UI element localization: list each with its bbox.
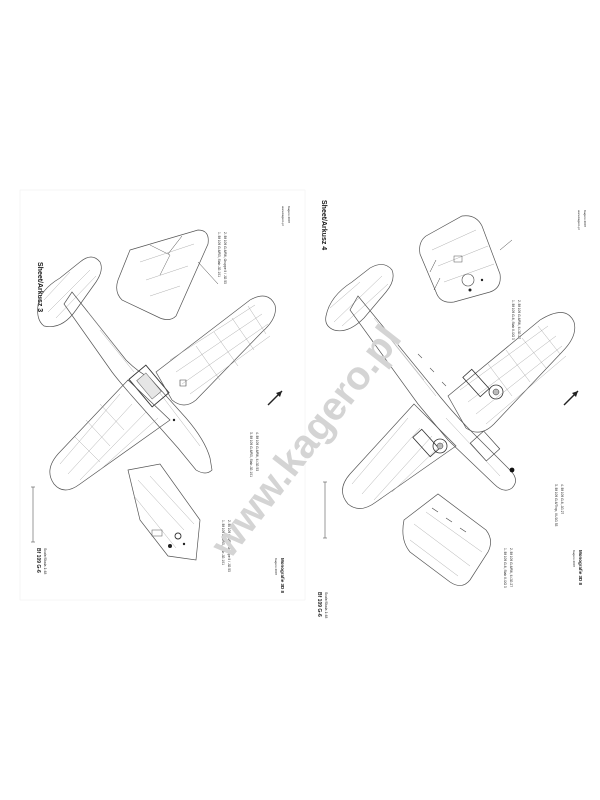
scale-label-lower: Scale/Skala 1:48 <box>324 592 328 618</box>
watermark: www.kagero.pl <box>202 317 410 566</box>
aircraft-planview-upper <box>37 256 276 491</box>
caption-1: 1. Bf 109 G-6/R3, Stab JG 101 <box>221 520 225 565</box>
publisher-sub: Kagero 2007 <box>274 558 278 576</box>
caption-l1: 1. Bf 109 G-6, Stab II./JG 3 <box>503 548 507 588</box>
spinner-icon <box>509 467 515 473</box>
publisher-label-lower: Monografie 3D 8 <box>578 550 583 586</box>
lower-sheet: Sheet/Arkusz 4 Bf 109 G-6 Scale/Skala 1:… <box>316 200 587 618</box>
detail-view-lower-1 <box>419 215 513 303</box>
caption-4: 4. Bf 109 G-6/R6, II./JG 53 <box>255 432 259 471</box>
detail-view-upper-1 <box>116 229 219 320</box>
caption-6: 2. Bf 109 G-6/R6, Gruppe II / JG 53 <box>223 232 227 284</box>
radiator-left <box>462 368 504 400</box>
publisher-label: Monografie 3D 8 <box>280 558 285 594</box>
copyright-lower-2: Kagero 2007 <box>583 210 587 228</box>
caption-l5: 1. Bf 109 G-6, Stab II./JG 3 <box>511 300 515 340</box>
caption-l2: 2. Bf 109 G-6/R6, II./JG 27 <box>509 548 513 587</box>
publisher-sub-lower: Kagero 2007 <box>572 550 576 568</box>
copyright-2: Kagero 2007 <box>287 206 291 224</box>
caption-2: 2. Bf 109 G-6/R6, Gruppe II / JG 53 <box>227 520 231 572</box>
sheet-title-lower: Sheet/Arkusz 4 <box>320 200 327 250</box>
copyright-1: www.kagero.pl <box>281 206 285 226</box>
upper-sheet: Sheet/Arkusz 3 Bf 109 G-6 Scale/Skala 1:… <box>19 189 306 601</box>
caption-l6: 2. Bf 109 G-6/R6, II./JG 27 <box>517 300 521 339</box>
caption-l4: 4. Bf 109 G-6, JG 27 <box>560 484 564 514</box>
radiator-right <box>412 428 448 458</box>
sheet-title: Sheet/Arkusz 3 <box>36 262 43 312</box>
direction-arrow <box>267 390 283 406</box>
aircraft-planview-lower <box>325 264 576 509</box>
detail-view-upper-2 <box>127 463 201 561</box>
copyright-lower-1: www.kagero.pl <box>577 210 581 230</box>
caption-3: 3. Bf 109 G-6/R3, Stab JG 101 <box>249 432 253 477</box>
scale-label: Scale/Skala 1:48 <box>43 548 47 574</box>
model-label-lower: Bf 109 G-6 <box>316 592 322 617</box>
caption-5: 1. Bf 109 G-6/R3, Stab JG 101 <box>217 232 221 277</box>
model-label: Bf 109 G-6 <box>35 548 41 573</box>
direction-arrow-lower <box>563 390 579 406</box>
caption-l3: 3. Bf 109 G-6/Trop, III./JG 53 <box>554 484 558 527</box>
detail-view-lower-2 <box>402 493 491 586</box>
